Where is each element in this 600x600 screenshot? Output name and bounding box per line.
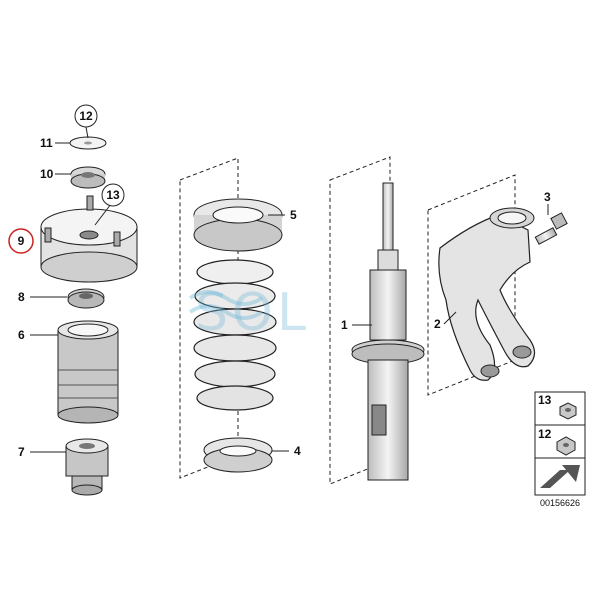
arrow-reference-icon — [540, 465, 580, 488]
callout-7: 7 — [18, 445, 25, 459]
callout-1: 1 — [341, 318, 348, 332]
part-9-strut-mount — [40, 195, 138, 283]
svg-text:13: 13 — [106, 188, 120, 202]
svg-text:9: 9 — [18, 234, 25, 248]
callout-13-top: 13 — [101, 183, 125, 207]
nut-12-icon — [556, 436, 576, 456]
part-7-bump-stop — [65, 438, 109, 496]
part-5-spring-seat — [193, 198, 283, 252]
part-4-lower-spring-pad — [203, 437, 273, 473]
legend-label-12: 12 — [538, 427, 552, 441]
callout-10: 10 — [40, 167, 54, 181]
callout-4: 4 — [294, 444, 301, 458]
nut-13-icon — [559, 402, 577, 420]
part-1-shock-absorber — [351, 182, 425, 481]
callout-8: 8 — [18, 290, 25, 304]
watermark-logo-icon — [188, 290, 264, 320]
callout-12-top: 12 — [74, 104, 98, 128]
legend-label-13: 13 — [538, 393, 552, 407]
callout-3: 3 — [544, 190, 551, 204]
part-6-dust-boot — [57, 320, 119, 424]
part-8-rubber-bearing — [67, 288, 105, 309]
svg-text:12: 12 — [79, 109, 93, 123]
watermark: SOL — [195, 283, 310, 343]
callout-6: 6 — [18, 328, 25, 342]
callout-9: 9 — [8, 228, 34, 254]
coil-spring — [193, 259, 277, 411]
callout-11: 11 — [40, 136, 53, 150]
part-10-bearing — [70, 166, 106, 189]
part-2-steering-knuckle — [438, 207, 536, 381]
part-11-washer — [69, 136, 107, 150]
leader-lines — [30, 126, 549, 453]
drawing-id: 00156626 — [540, 498, 580, 508]
hardware-legend: 13 12 — [534, 391, 586, 496]
part-3-bolt — [534, 212, 568, 245]
callout-2: 2 — [434, 317, 441, 331]
callout-5: 5 — [290, 208, 297, 222]
